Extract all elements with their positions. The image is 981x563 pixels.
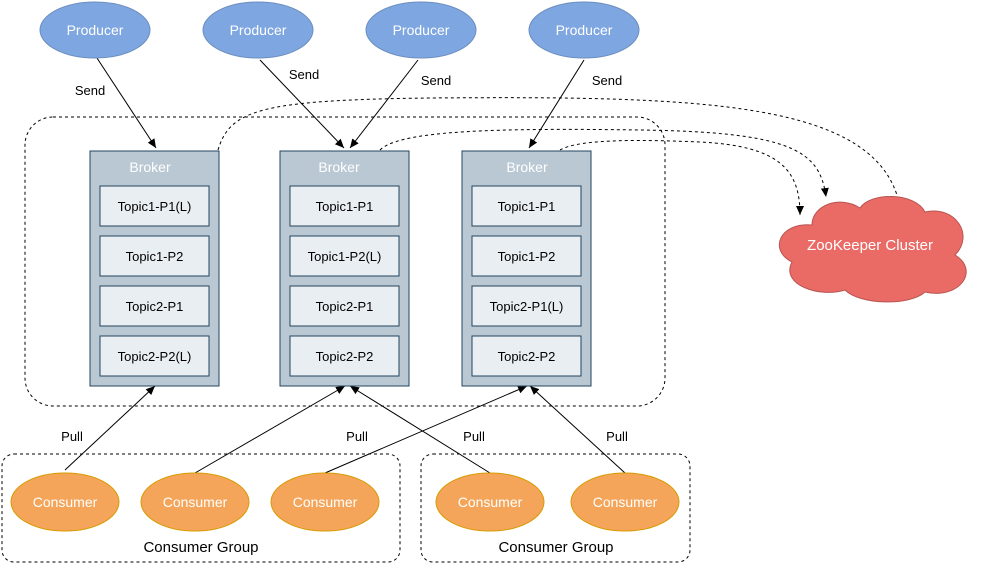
broker-title: Broker — [318, 159, 360, 175]
topic-partition-label: Topic2-P2 — [498, 349, 556, 364]
consumer-ellipse — [570, 472, 680, 532]
pull-arrow-4 — [349, 385, 491, 474]
consumer-node[interactable]: Consumer — [270, 472, 380, 532]
consumer-group-label: Consumer Group — [143, 539, 258, 556]
topic-partition-label: Topic2-P1 — [126, 299, 184, 314]
topic-partition-box — [99, 235, 210, 277]
send-label-2: Send — [289, 67, 319, 82]
pull-arrows — [64, 385, 626, 474]
producer-label: Producer — [67, 22, 124, 38]
topic-partition-label: Topic2-P1(L) — [490, 299, 564, 314]
topic-partition-label: Topic1-P2 — [126, 249, 184, 264]
pull-arrow-1 — [64, 385, 156, 471]
producer-node[interactable]: Producer — [365, 1, 477, 59]
pull-label-3: Pull — [463, 429, 485, 444]
consumer-label: Consumer — [163, 494, 228, 510]
producer-node[interactable]: Producer — [202, 1, 314, 59]
cloud-icon — [778, 196, 967, 303]
broker-2-zookeeper-link — [379, 128, 829, 198]
pull-label-2: Pull — [346, 429, 368, 444]
topic-partition-box — [289, 335, 400, 377]
topic-partition-label: Topic1-P1(L) — [118, 199, 192, 214]
broker-2[interactable]: Broker Topic1-P1 Topic1-P2(L) Topic2-P1 … — [279, 150, 410, 387]
consumer-ellipse — [270, 472, 380, 532]
producer-label: Producer — [556, 22, 613, 38]
producer-label: Producer — [230, 22, 287, 38]
topic-partition-label: Topic2-P1 — [316, 299, 374, 314]
broker-3[interactable]: Broker Topic1-P1 Topic1-P2 Topic2-P1(L) … — [461, 150, 592, 387]
send-arrows — [94, 54, 585, 149]
topic-partition-box — [471, 185, 582, 227]
producer-node[interactable]: Producer — [528, 1, 640, 59]
consumer-node[interactable]: Consumer — [570, 472, 680, 532]
pull-arrow-5 — [529, 385, 626, 474]
consumer-node[interactable]: Consumer — [435, 472, 545, 532]
zookeeper-connections — [217, 97, 903, 216]
topic-partition-box — [99, 285, 210, 327]
broker-3-zookeeper-link — [559, 140, 804, 216]
topic-partition-label: Topic2-P2(L) — [118, 349, 192, 364]
consumer-label: Consumer — [458, 494, 523, 510]
topic-partition-label: Topic1-P2(L) — [308, 249, 382, 264]
pull-arrow-3 — [324, 385, 528, 474]
send-label-3: Send — [421, 73, 451, 88]
topic-partition-box — [289, 185, 400, 227]
consumer-ellipse — [10, 472, 120, 532]
consumer-group-2-boundary — [420, 453, 691, 563]
consumer-node[interactable]: Consumer — [140, 472, 250, 532]
kafka-cluster-boundary — [24, 116, 666, 407]
topic-partition-label: Topic2-P2 — [316, 349, 374, 364]
consumer-group-label: Consumer Group — [498, 539, 613, 556]
consumer-ellipse — [435, 472, 545, 532]
send-label-1: Send — [75, 83, 105, 98]
pull-label-4: Pull — [606, 429, 628, 444]
send-arrow-4 — [528, 59, 585, 149]
topic-partition-box — [99, 185, 210, 227]
send-label-4: Send — [592, 73, 622, 88]
producer-ellipse — [365, 1, 477, 59]
topic-partition-box — [471, 335, 582, 377]
topic-partition-box — [471, 285, 582, 327]
topic-partition-label: Topic1-P1 — [316, 199, 374, 214]
producer-label: Producer — [393, 22, 450, 38]
broker-title: Broker — [506, 159, 548, 175]
send-arrow-3 — [349, 59, 419, 149]
broker-1-zookeeper-link — [217, 97, 903, 208]
pull-label-1: Pull — [61, 429, 83, 444]
producer-ellipse — [202, 1, 314, 59]
broker-1[interactable]: Broker Topic1-P1(L) Topic1-P2 Topic2-P1 … — [89, 150, 220, 387]
producer-ellipse — [39, 1, 151, 59]
topic-partition-label: Topic1-P1 — [498, 199, 556, 214]
consumer-group-1-boundary — [1, 453, 401, 563]
consumer-node[interactable]: Consumer — [10, 472, 120, 532]
zookeeper-label: ZooKeeper Cluster — [807, 237, 933, 254]
topic-partition-box — [471, 235, 582, 277]
topic-partition-label: Topic1-P2 — [498, 249, 556, 264]
zookeeper-cluster-node[interactable]: ZooKeeper Cluster — [778, 196, 967, 303]
send-arrow-1 — [94, 54, 157, 149]
producer-node[interactable]: Producer — [39, 1, 151, 59]
consumer-label: Consumer — [293, 494, 358, 510]
broker-title: Broker — [129, 159, 171, 175]
producer-ellipse — [528, 1, 640, 59]
send-arrow-2 — [259, 59, 345, 149]
topic-partition-box — [289, 235, 400, 277]
consumer-label: Consumer — [593, 494, 658, 510]
pull-arrow-2 — [194, 385, 346, 474]
consumer-label: Consumer — [33, 494, 98, 510]
topic-partition-box — [289, 285, 400, 327]
topic-partition-box — [99, 335, 210, 377]
consumer-ellipse — [140, 472, 250, 532]
